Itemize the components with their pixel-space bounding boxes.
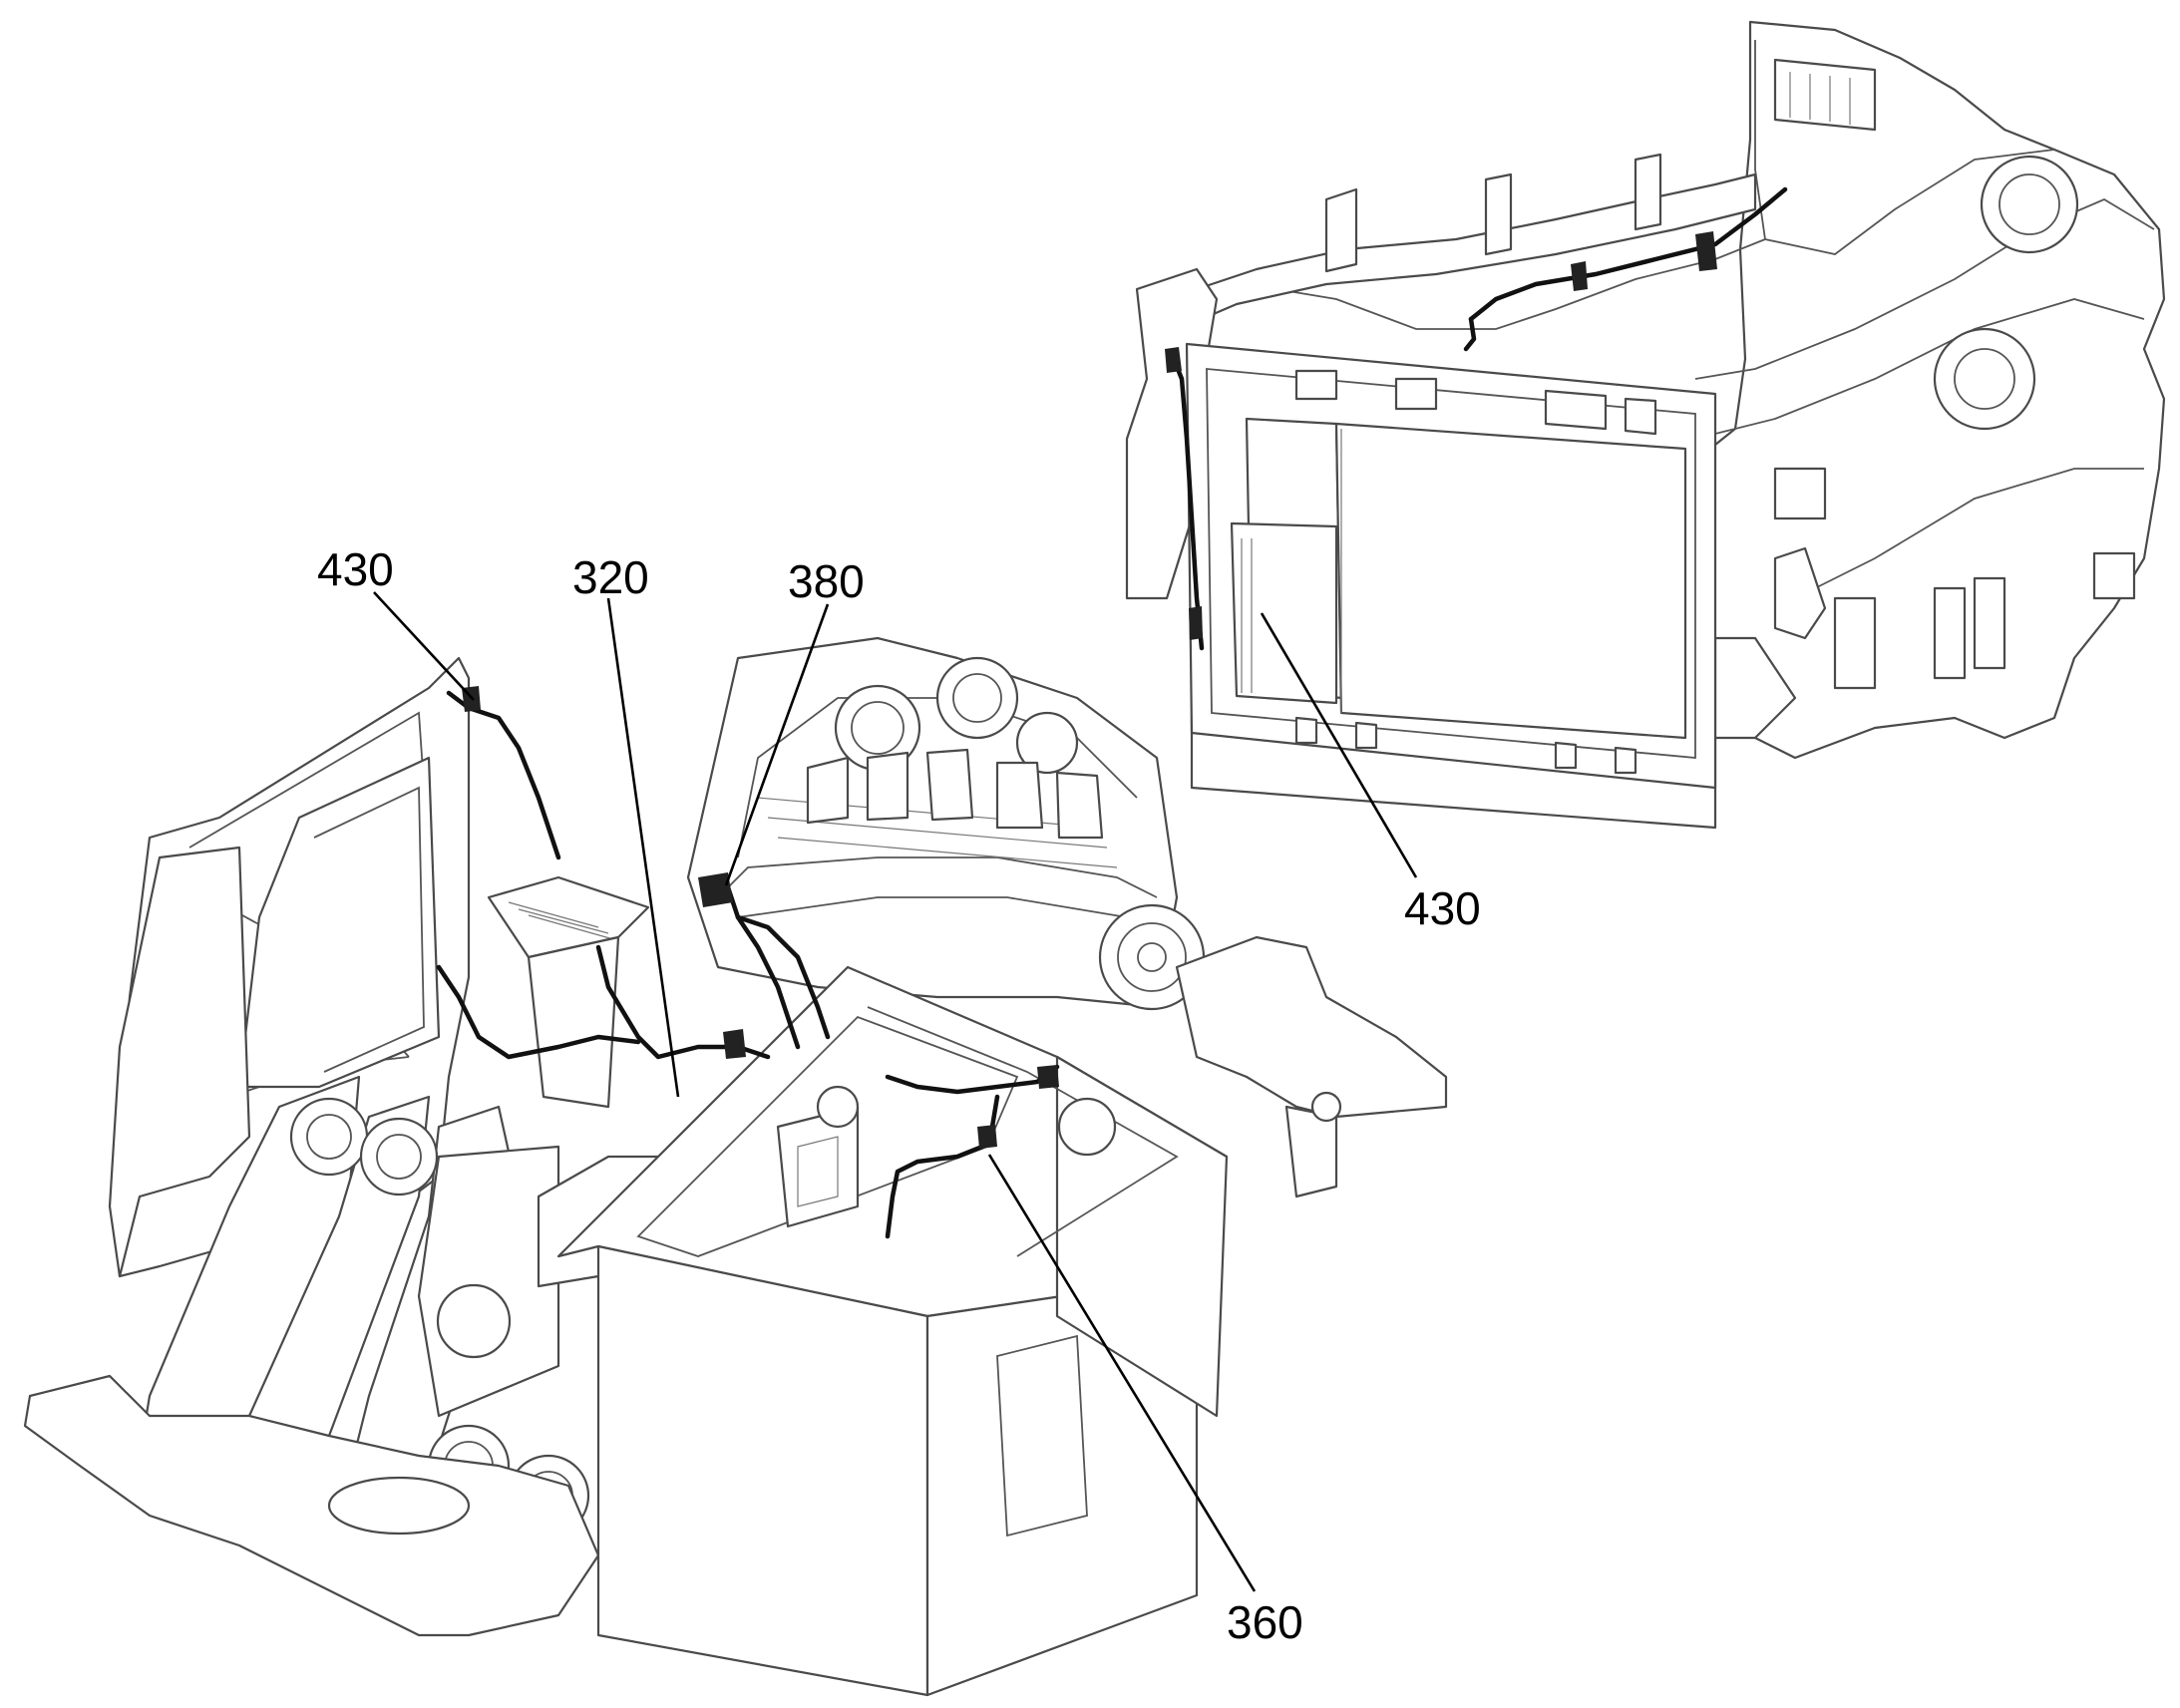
leader-320 <box>606 597 680 1098</box>
battery-box <box>556 965 1229 1697</box>
cooling-module <box>1185 342 1717 790</box>
callout-430-front: 430 <box>317 543 394 595</box>
leader-lines <box>373 591 1418 1592</box>
leader-430-rear <box>1260 612 1418 878</box>
front-frame-assembly <box>23 656 660 1637</box>
rear-wiring-harness <box>1165 186 1788 651</box>
front-wiring-harness <box>436 686 1060 1239</box>
callout-320: 320 <box>572 551 649 603</box>
callout-380: 380 <box>788 555 865 607</box>
engine <box>686 636 1206 1011</box>
callout-430-rear: 430 <box>1404 882 1481 934</box>
engine-cradle <box>1175 935 1448 1198</box>
leader-430-front <box>373 591 475 701</box>
leader-360 <box>987 1154 1257 1592</box>
callout-360: 360 <box>1227 1596 1303 1648</box>
leader-380 <box>724 603 830 886</box>
